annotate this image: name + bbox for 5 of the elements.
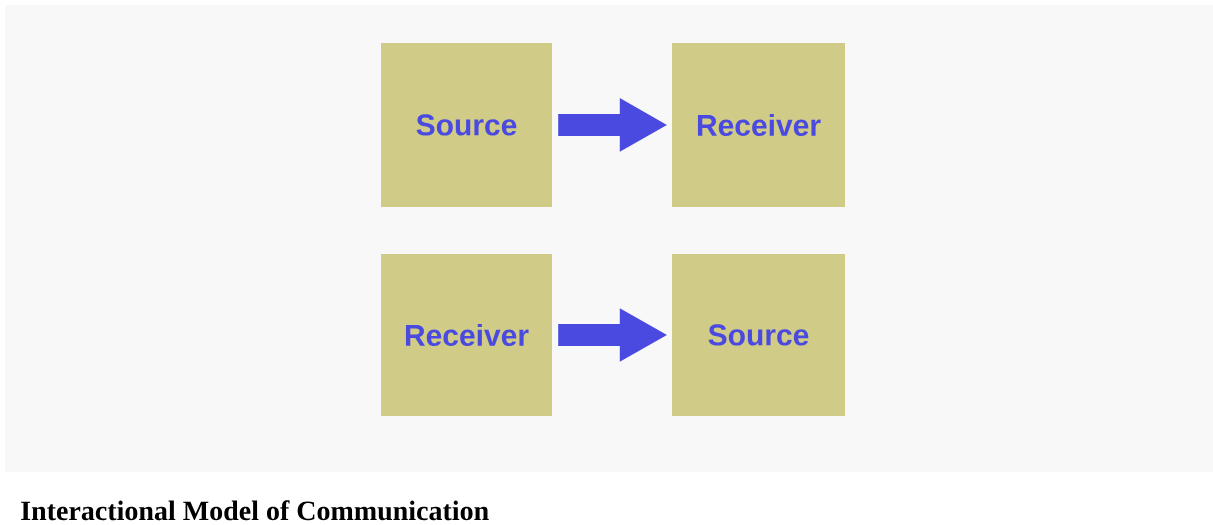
process-box: Source [381,43,552,207]
process-box: Receiver [672,43,845,207]
process-box: Source [672,254,845,416]
process-box: Receiver [381,254,552,416]
caption: Interactional Model of Communication [21,500,489,521]
